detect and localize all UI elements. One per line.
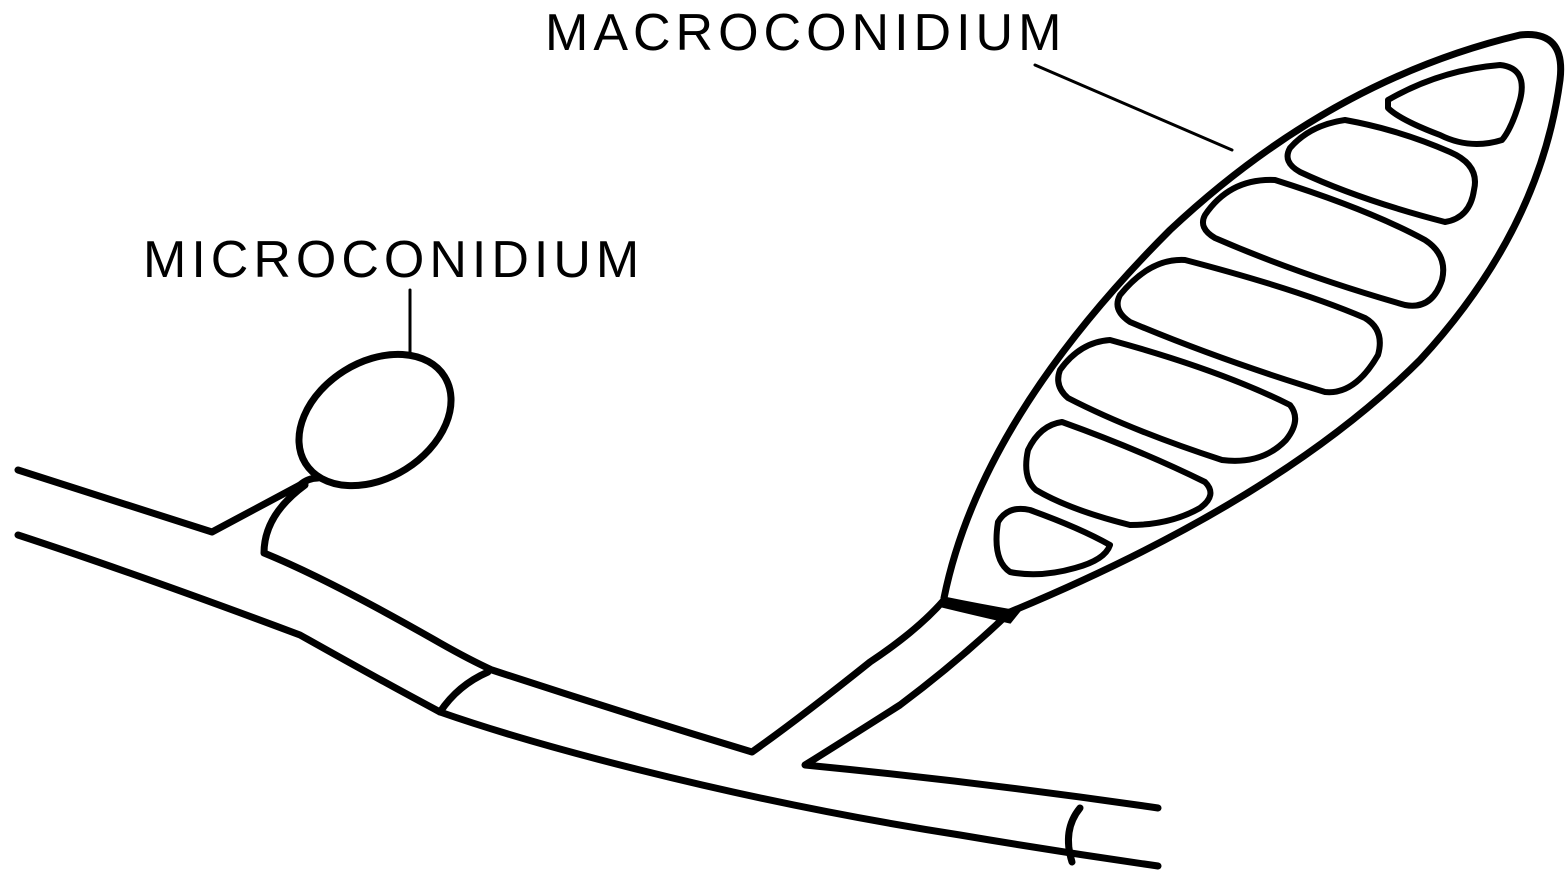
hypha-upper-wall [18,470,300,532]
macroconidium-cell-7 [997,509,1111,574]
microconidium-label: MICROCONIDIUM [143,231,644,289]
macroconidium-cell-6 [1026,422,1210,525]
macroconidium-cell-4 [1118,260,1380,392]
macroconidium-attachment [942,598,1018,622]
macroconidium-leader-line [1035,65,1232,150]
macroconidium-cell-3 [1203,180,1443,306]
macroconidium-cells [997,65,1522,574]
macroconidium-label: MACROCONIDIUM [545,4,1066,62]
macroconidium-cell-1 [1388,65,1522,144]
hypha-upper-wall-middle [264,485,944,752]
hypha-septum-left [440,672,488,712]
hypha-upper-wall-right [805,612,1158,808]
macroconidium-cell-5 [1058,340,1295,461]
microconidium-stalk [300,478,318,485]
macroconidium-outer-wall [944,35,1561,612]
